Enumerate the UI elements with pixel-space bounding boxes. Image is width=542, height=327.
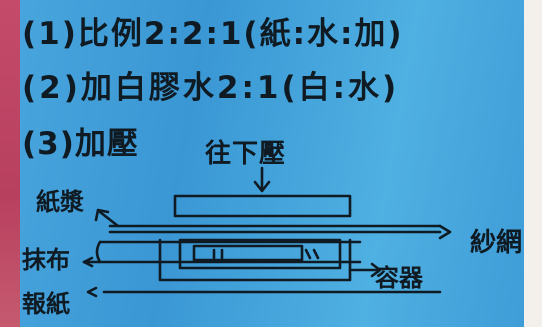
- container-arrow-head: [370, 262, 382, 278]
- pulp-pointer-head: [94, 208, 110, 222]
- pulp-pointer: [98, 210, 120, 228]
- newspaper-arrow: [86, 286, 98, 298]
- pulp-layer: [192, 244, 304, 262]
- step-3-press: (3)加壓: [22, 126, 139, 162]
- label-container: 容器: [375, 264, 423, 292]
- down-arrow-head: [253, 180, 271, 193]
- gauze-arrow: [438, 224, 452, 240]
- press-plate: [173, 194, 352, 218]
- label-press-down: 往下壓: [205, 139, 287, 169]
- step-1-ratio: (1)比例2:2:1(紙:水:加): [22, 16, 404, 52]
- step-2-glue: (2)加白膠水2:1(白:水): [22, 70, 400, 106]
- white-paper-edge: [524, 0, 542, 327]
- label-paper-pulp: 紙漿: [36, 188, 84, 216]
- inner-mold: [178, 238, 342, 270]
- label-gauze-mesh: 紗網: [470, 228, 523, 258]
- label-wipe-cloth: 抹布: [22, 246, 70, 274]
- label-newspaper: 報紙: [22, 290, 70, 318]
- pink-paper-edge: [0, 0, 20, 327]
- outer-container: [158, 238, 352, 282]
